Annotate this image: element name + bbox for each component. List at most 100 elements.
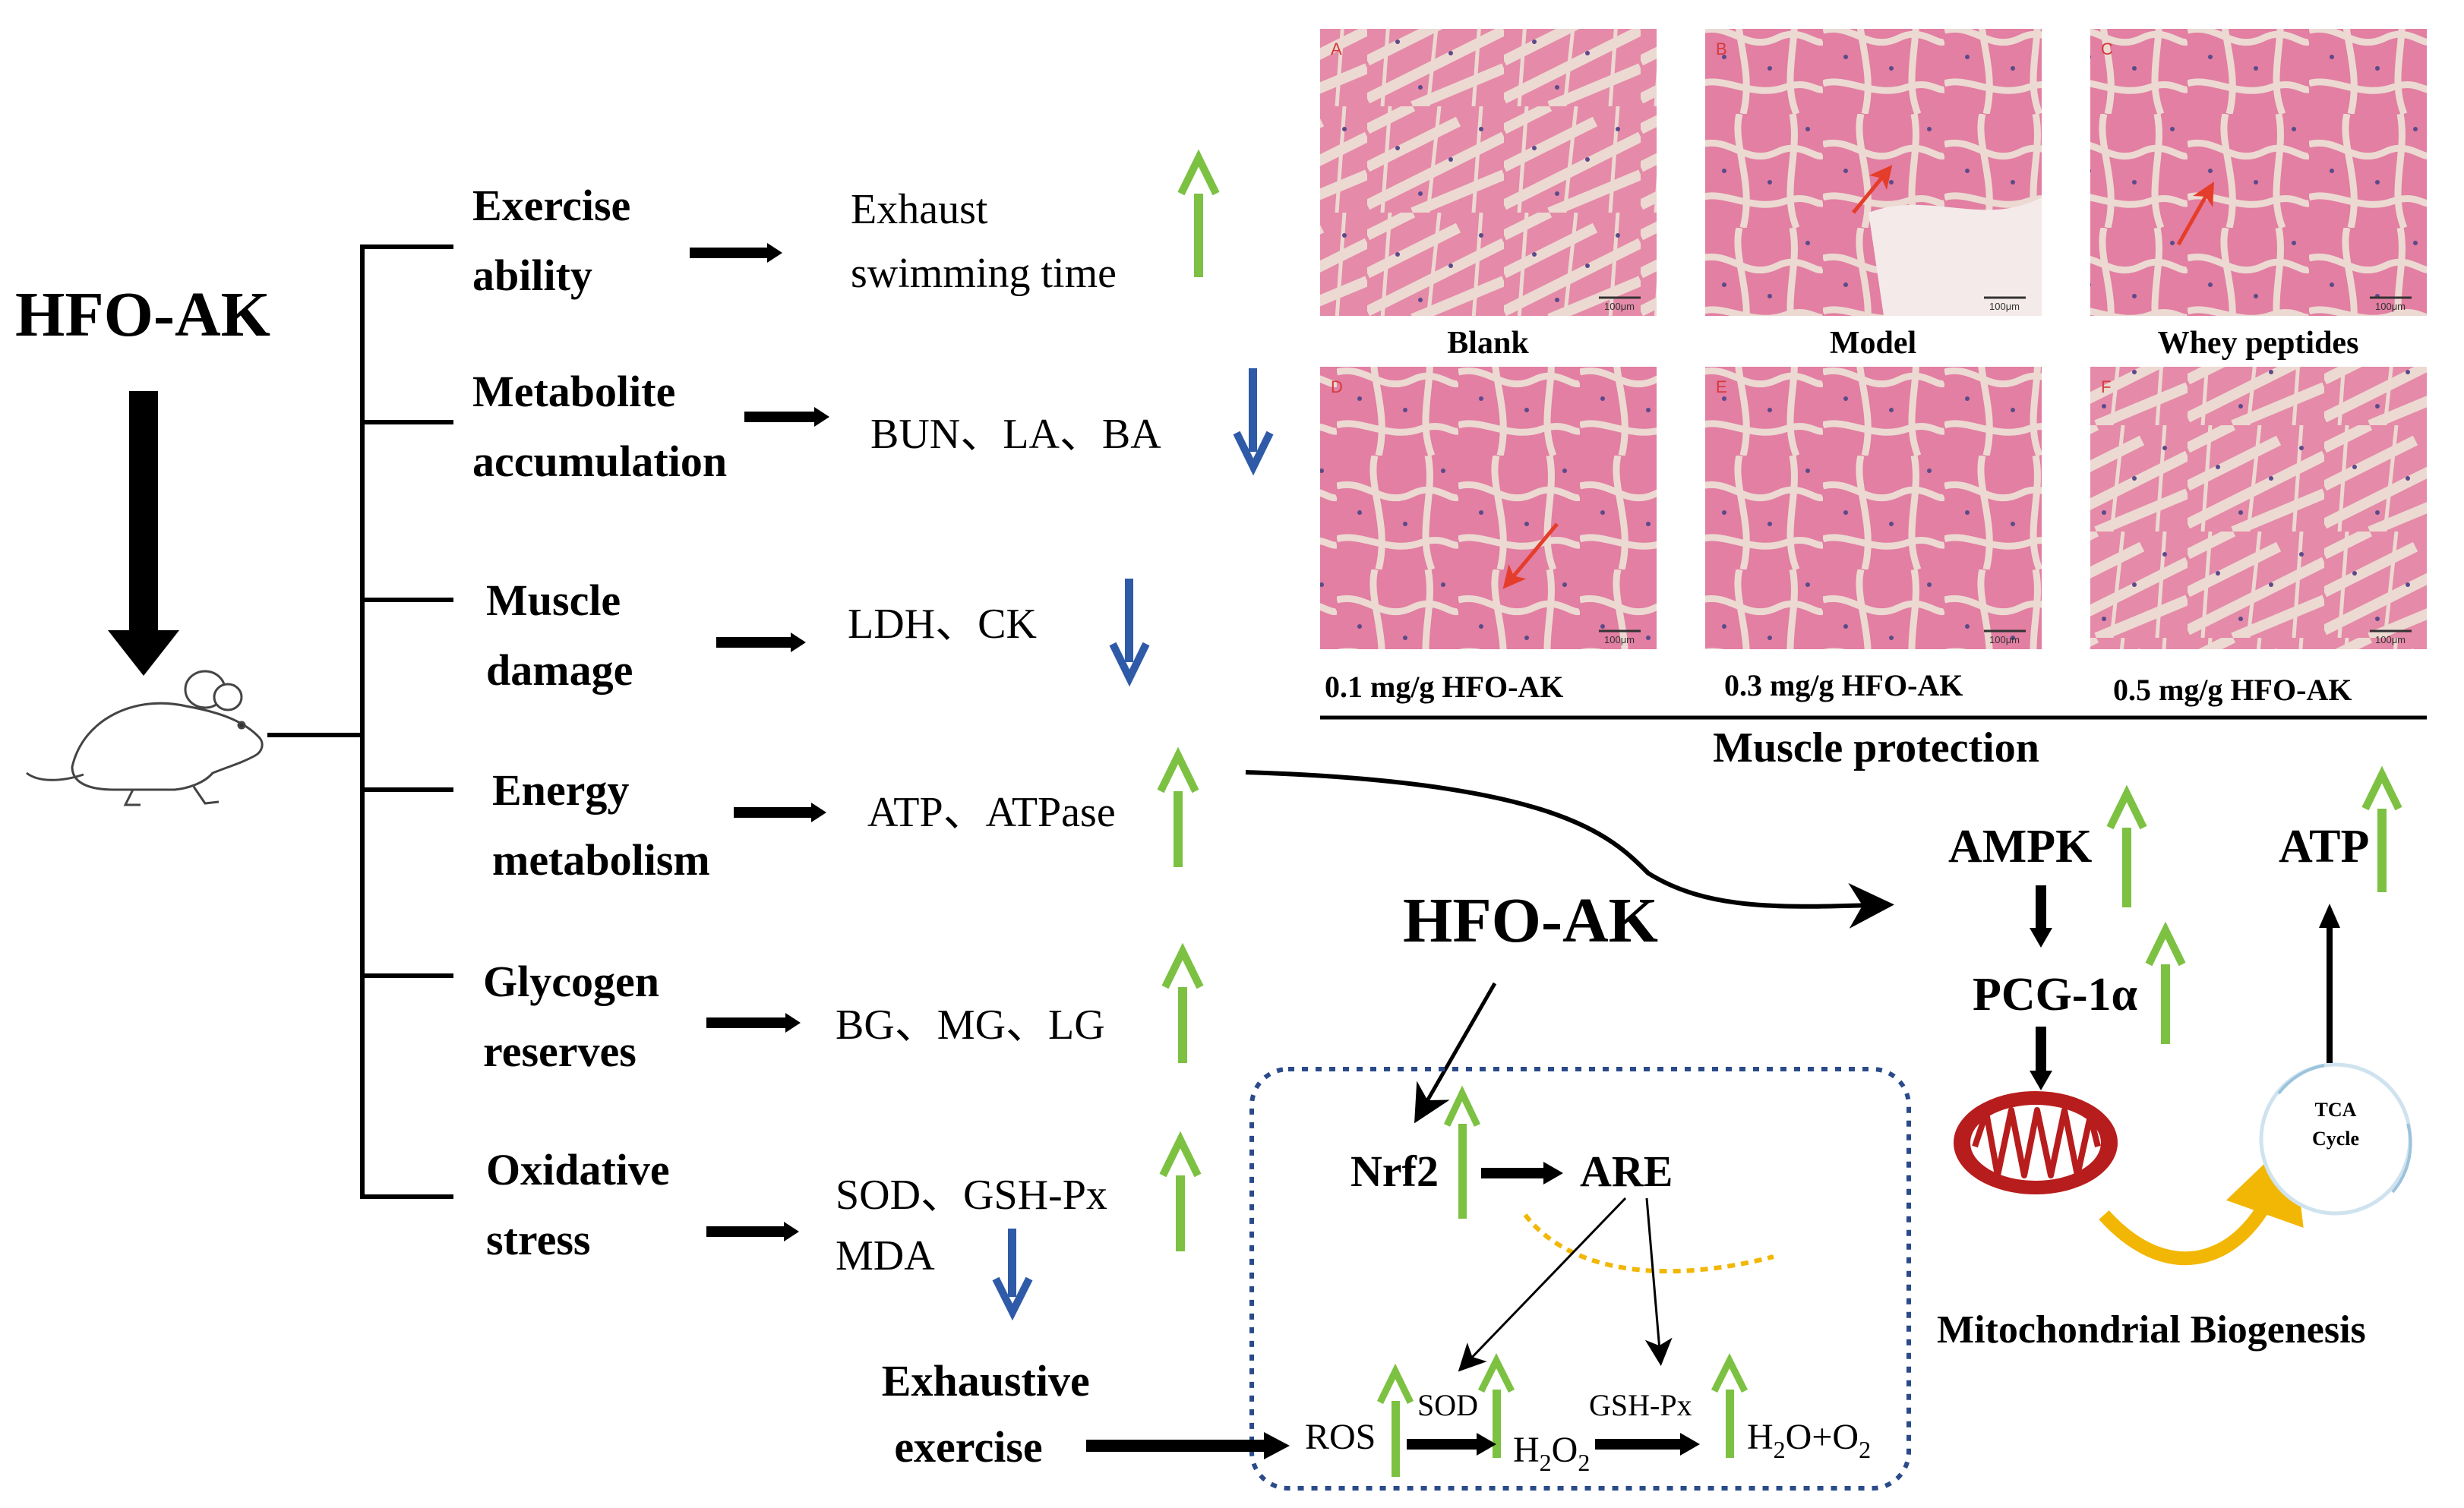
category-name: Muscle damage bbox=[486, 576, 633, 695]
svg-text:100μm: 100μm bbox=[1989, 634, 2020, 645]
up-arrow-icon bbox=[1443, 1085, 1481, 1219]
svg-text:100μm: 100μm bbox=[2375, 634, 2406, 645]
arrow-right bbox=[716, 633, 806, 652]
category-name: Exercise ability bbox=[472, 181, 642, 300]
down-arrow-icon bbox=[1233, 368, 1274, 476]
arrow-are-to-sod bbox=[1458, 1197, 1627, 1372]
svg-text:TCA: TCA bbox=[2315, 1099, 2357, 1121]
are-label: ARE bbox=[1580, 1147, 1673, 1196]
h2o2-label: H2O2 bbox=[1513, 1430, 1590, 1476]
arrow-h2o2-to-water bbox=[1595, 1433, 1700, 1456]
svg-text:100μm: 100μm bbox=[2375, 301, 2406, 312]
arrow-right bbox=[706, 1222, 799, 1241]
category-name: Energy metabolism bbox=[492, 765, 710, 885]
category-name: Metabolite accumulation bbox=[472, 367, 727, 486]
arrow-right bbox=[690, 243, 782, 263]
up-arrow-icon bbox=[2145, 921, 2186, 1044]
up-arrow-icon bbox=[2361, 765, 2402, 892]
exhaustive-exercise-label: Exhaustive exercise bbox=[882, 1356, 1101, 1472]
yellow-dashed-arc bbox=[1523, 1213, 1774, 1274]
category-markers: SOD、GSH-Px bbox=[836, 1172, 1107, 1219]
mitochondria-icon bbox=[1954, 1091, 2118, 1194]
nrf2-pathway-box bbox=[1249, 1067, 1911, 1491]
svg-text:D: D bbox=[1331, 377, 1343, 396]
category-markers-2: MDA bbox=[836, 1232, 935, 1279]
category-metabolite-accumulation: Metabolite accumulation BUN、LA、BA bbox=[472, 367, 1161, 486]
panel-label: Model bbox=[1830, 326, 1916, 361]
histology-grid: A 100μm Blank B 100μm Model C 100μm Whey… bbox=[1320, 29, 2427, 771]
svg-text:Cycle: Cycle bbox=[2312, 1128, 2359, 1150]
arrow-nrf2-to-are bbox=[1481, 1162, 1563, 1185]
up-arrow-icon bbox=[1477, 1352, 1515, 1458]
svg-text:B: B bbox=[1716, 39, 1727, 58]
arrow-right bbox=[706, 1013, 801, 1033]
svg-text:100μm: 100μm bbox=[1604, 634, 1635, 645]
panel-label: 0.1 mg/g HFO-AK bbox=[1325, 670, 1563, 704]
svg-text:A: A bbox=[1331, 39, 1342, 58]
bracket-lines bbox=[267, 244, 453, 1199]
category-oxidative-stress: Oxidative stress SOD、GSH-Px MDA bbox=[486, 1145, 1107, 1279]
ampk-label: AMPK bbox=[1948, 821, 2092, 872]
trend-arrows bbox=[992, 149, 1274, 1321]
title-hfo-ak: HFO-AK bbox=[15, 279, 270, 350]
histology-panel-b: B 100μm Model bbox=[1705, 29, 2042, 361]
curved-arrow-energy-to-ampk bbox=[1245, 770, 1894, 929]
mitochondrial-biogenesis-title: Mitochondrial Biogenesis bbox=[1937, 1308, 2366, 1352]
category-energy-metabolism: Energy metabolism ATP、ATPase bbox=[492, 765, 1116, 885]
svg-text:100μm: 100μm bbox=[1989, 301, 2020, 312]
arrow-ros-to-h2o2 bbox=[1407, 1433, 1496, 1456]
category-muscle-damage: Muscle damage LDH、CK bbox=[486, 576, 1037, 695]
up-arrow-icon bbox=[1177, 149, 1220, 277]
up-arrow-icon bbox=[1157, 746, 1199, 867]
arrow-tca-to-atp bbox=[2319, 904, 2340, 1063]
category-glycogen-reserves: Glycogen reserves BG、MG、LG bbox=[483, 957, 1105, 1076]
category-markers: BG、MG、LG bbox=[836, 1002, 1105, 1049]
svg-text:F: F bbox=[2101, 377, 2111, 396]
panel-label: 0.5 mg/g HFO-AK bbox=[2113, 673, 2352, 707]
arrow-ampk-to-pgc bbox=[2030, 885, 2052, 948]
down-arrow-icon bbox=[1109, 579, 1150, 687]
histology-panel-e: E 100μm 0.3 mg/g HFO-AK bbox=[1705, 367, 2042, 702]
histology-panel-c: C 100μm Whey peptides bbox=[2090, 29, 2427, 361]
category-exercise-ability: Exercise ability Exhaust swimming time bbox=[472, 181, 1117, 300]
histology-panel-d: D 100μm 0.1 mg/g HFO-AK bbox=[1320, 367, 1657, 704]
panel-label: Whey peptides bbox=[2158, 326, 2359, 361]
svg-text:100μm: 100μm bbox=[1604, 301, 1635, 312]
up-arrow-icon bbox=[1711, 1352, 1748, 1458]
down-arrow-to-mouse bbox=[108, 391, 179, 676]
nrf2-label: Nrf2 bbox=[1350, 1147, 1439, 1196]
arrow-right bbox=[734, 803, 826, 822]
panel-label: Blank bbox=[1447, 326, 1529, 361]
tca-cycle-icon: TCA Cycle bbox=[2259, 1062, 2412, 1216]
up-arrow-icon bbox=[2106, 784, 2147, 907]
section-title-muscle-protection: Muscle protection bbox=[1713, 724, 2039, 771]
sod-label: SOD bbox=[1417, 1388, 1478, 1422]
svg-text:E: E bbox=[1716, 377, 1727, 396]
arrow-right bbox=[744, 407, 829, 427]
category-markers: Exhaust swimming time bbox=[851, 186, 1117, 297]
panel-label: 0.3 mg/g HFO-AK bbox=[1724, 668, 1963, 702]
yellow-curve-arrow bbox=[2099, 1137, 2304, 1266]
water-oxygen-label: H2O+O2 bbox=[1747, 1417, 1871, 1463]
gshpx-label: GSH-Px bbox=[1589, 1388, 1692, 1422]
atp-label: ATP bbox=[2279, 821, 2369, 872]
category-markers: BUN、LA、BA bbox=[870, 411, 1161, 458]
up-arrow-icon bbox=[1159, 1131, 1202, 1251]
pgc-label: PCG-1α bbox=[1973, 969, 2137, 1021]
svg-text:C: C bbox=[2101, 39, 2113, 58]
histology-panel-a: A 100μm Blank bbox=[1320, 29, 1657, 361]
mouse-icon bbox=[26, 670, 264, 806]
histology-panel-f: F 100μm 0.5 mg/g HFO-AK bbox=[2090, 367, 2427, 707]
category-markers: ATP、ATPase bbox=[867, 789, 1116, 836]
ros-label: ROS bbox=[1305, 1417, 1376, 1457]
category-name: Glycogen reserves bbox=[483, 957, 670, 1076]
category-name: Oxidative stress bbox=[486, 1145, 681, 1264]
up-arrow-icon bbox=[1161, 942, 1204, 1063]
center-hfo-ak: HFO-AK bbox=[1403, 885, 1658, 956]
arrow-pgc-to-mito bbox=[2030, 1027, 2052, 1090]
category-markers: LDH、CK bbox=[848, 601, 1037, 648]
up-arrow-icon bbox=[1376, 1363, 1414, 1477]
arrow-exercise-to-ros bbox=[1086, 1432, 1290, 1459]
down-arrow-icon bbox=[992, 1229, 1033, 1321]
